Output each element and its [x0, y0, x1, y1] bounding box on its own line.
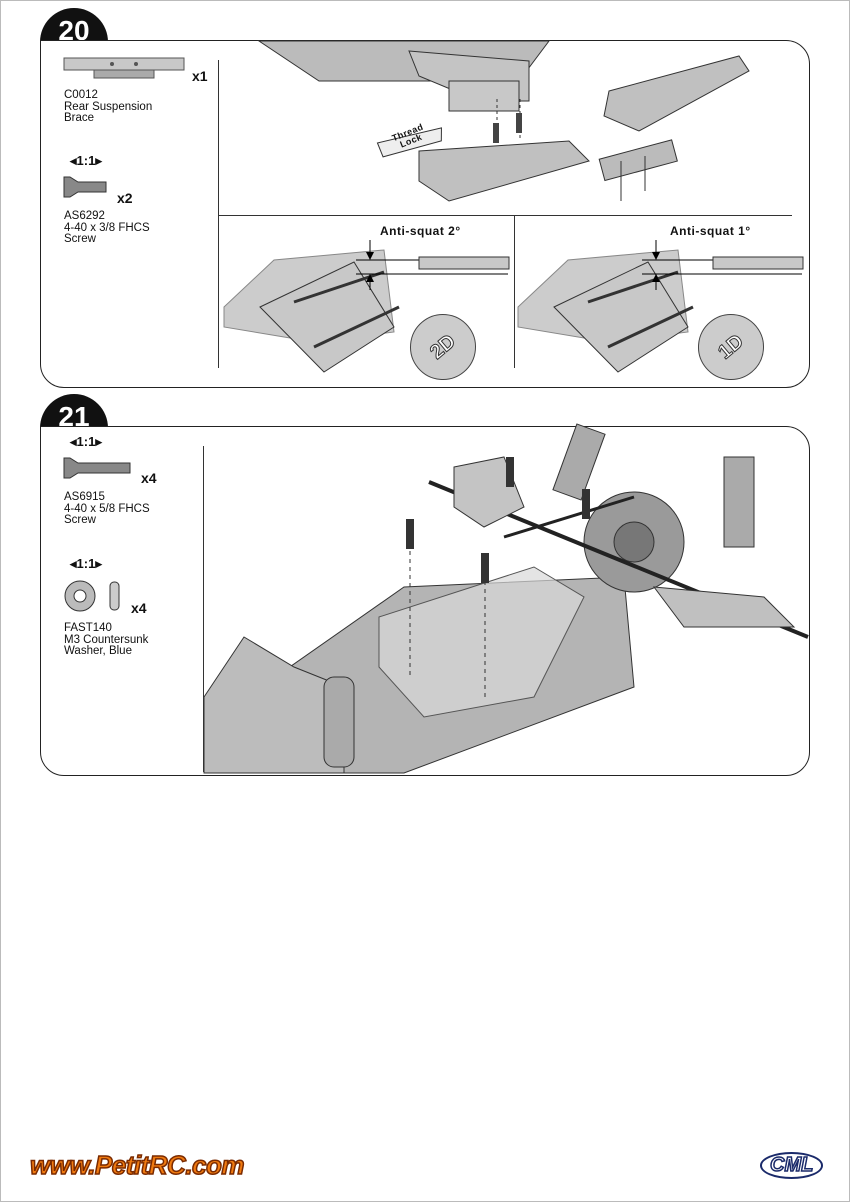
step-20-divider-h — [218, 215, 792, 216]
screw-icon — [63, 176, 107, 198]
step-21-divider-v — [203, 446, 204, 772]
screw-qty: x2 — [117, 190, 133, 206]
step-20-divider-v2 — [514, 215, 515, 368]
anti-squat-2-illustration — [223, 240, 510, 373]
chassis-assembly-illustration — [203, 423, 809, 774]
screw-label: AS6292 4-40 x 3/8 FHCS Screw — [64, 210, 150, 245]
step-20-divider-v — [218, 60, 219, 368]
washer-icon — [64, 580, 120, 612]
brace-label: C0012 Rear Suspension Brace — [64, 89, 153, 124]
petitrc-logo: www.PetitRC.com — [29, 1149, 245, 1181]
cml-logo: CML — [760, 1152, 824, 1179]
scale-indicator-2: ◂1:1▸ — [70, 434, 102, 449]
rear-suspension-assembly-illustration — [257, 40, 750, 202]
long-screw-label: AS6915 4-40 x 5/8 FHCS Screw — [64, 491, 150, 526]
washer-qty: x4 — [131, 600, 147, 616]
washer-label: FAST140 M3 Countersunk Washer, Blue — [64, 622, 149, 657]
scale-indicator-3: ◂1:1▸ — [70, 556, 102, 571]
brace-qty: x1 — [192, 68, 208, 84]
anti-squat-2-label: Anti-squat 2° — [380, 224, 461, 238]
scale-indicator: ◂1:1▸ — [70, 153, 102, 168]
anti-squat-1-illustration — [517, 240, 804, 373]
long-screw-qty: x4 — [141, 470, 157, 486]
anti-squat-1-label: Anti-squat 1° — [670, 224, 751, 238]
rear-brace-icon — [63, 57, 185, 79]
long-screw-icon — [63, 457, 131, 479]
